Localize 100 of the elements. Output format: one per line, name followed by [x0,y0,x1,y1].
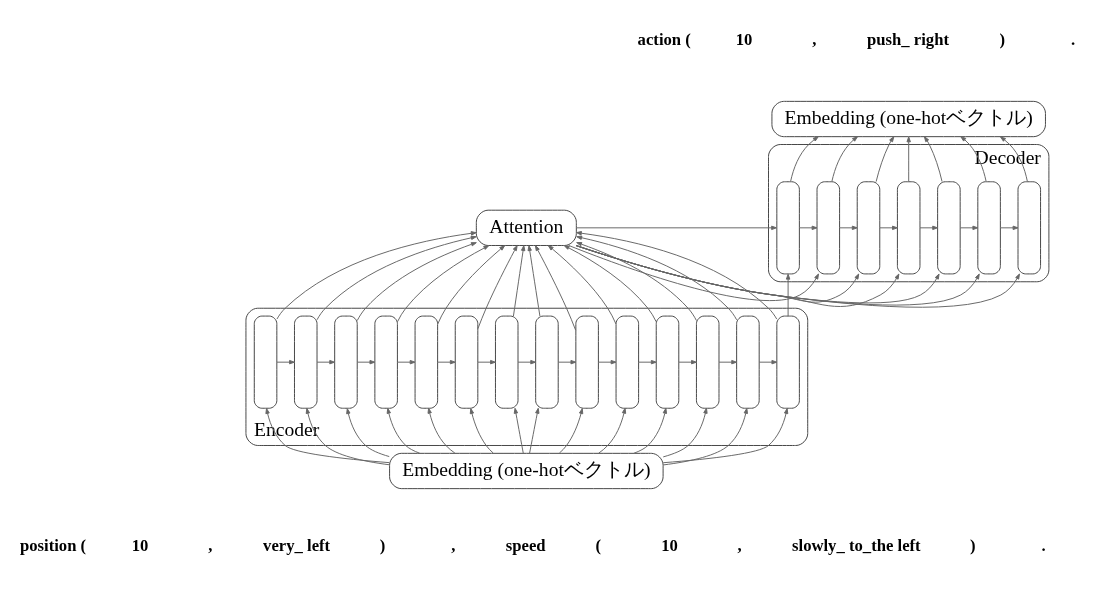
node-box [856,181,881,275]
node-box [816,181,841,275]
label: . [1070,29,1076,49]
arrow [923,136,943,182]
label: push_ right [867,29,949,49]
node-box [575,315,599,409]
node-box: Attention [475,209,577,246]
node-box [896,181,921,275]
label: , [737,536,742,556]
arrow [758,359,778,365]
node-box [655,315,680,409]
arrow [346,408,390,458]
arrow [597,359,617,365]
cluster: Encoder [245,307,809,446]
arrow [678,359,697,365]
arrow [356,359,376,365]
label: speed [505,536,546,556]
label: , [812,29,817,49]
arrow [316,235,477,321]
arrow [512,245,526,317]
arrow [477,359,496,365]
node-box [294,315,318,409]
node-box [454,315,479,409]
arrow [662,407,748,466]
arrow [396,359,416,365]
node-box [414,315,439,409]
node-box [1017,181,1042,275]
arrow [575,231,778,320]
arrow [427,407,456,454]
arrow [960,136,987,182]
arrow [276,359,295,365]
arrow [959,225,979,231]
arrow [638,359,657,365]
label: slowly_ to_the left [792,536,921,556]
arrow [1000,136,1028,182]
arrow [356,242,477,322]
node-box [776,181,800,275]
node-box [535,315,559,409]
arrow [790,136,819,182]
arrow [718,359,738,365]
label: very_ left [263,536,331,556]
arrow [919,225,939,231]
arrow [437,359,456,365]
arrow [469,408,494,454]
label: 10 [131,536,149,556]
label: ) [379,536,386,556]
arrow [547,245,617,325]
arrow [662,408,789,464]
node-box [695,315,720,409]
label: action ( [637,29,691,49]
label: , [451,536,456,556]
arrow [517,359,537,365]
arrow [305,407,390,466]
arrow [798,225,818,231]
node-box [334,315,358,409]
label: ( [595,536,602,556]
node-box: Embedding (one-hotベクトル) [771,100,1046,138]
arrow [527,245,541,317]
node-box [253,315,278,409]
node-box [615,315,640,409]
arrow [785,273,791,317]
arrow [576,235,738,321]
arrow [662,407,708,458]
arrow [529,407,540,454]
arrow [563,245,657,323]
arrow [276,231,477,320]
label: , [208,536,213,556]
arrow [557,359,577,365]
arrow [437,245,506,325]
label: ) [999,29,1005,49]
node-box [937,181,961,275]
label: 10 [661,536,678,556]
arrow [386,407,421,454]
label: position ( [19,536,87,556]
node-box [736,315,760,409]
arrow [879,225,898,231]
arrow [265,408,390,464]
arrow [575,225,777,231]
arrow [831,136,858,182]
arrow [477,245,518,330]
node-box [374,315,398,409]
label: 10 [735,29,753,49]
arrow [839,225,858,231]
arrow [999,225,1019,231]
node-box [494,315,519,409]
node-box: Embedding (one-hotベクトル) [389,452,664,490]
arrow [568,245,819,302]
arrow [534,245,577,331]
arrow [558,408,584,454]
node-box [776,315,800,409]
arrow [598,407,627,454]
arrow [633,407,668,454]
arrow [906,136,911,183]
label: ) [969,536,976,556]
arrow [513,407,524,454]
label: . [1041,536,1046,556]
arrow [397,245,490,323]
arrow [576,242,697,322]
arrow [875,136,895,183]
node-box [977,181,1001,275]
